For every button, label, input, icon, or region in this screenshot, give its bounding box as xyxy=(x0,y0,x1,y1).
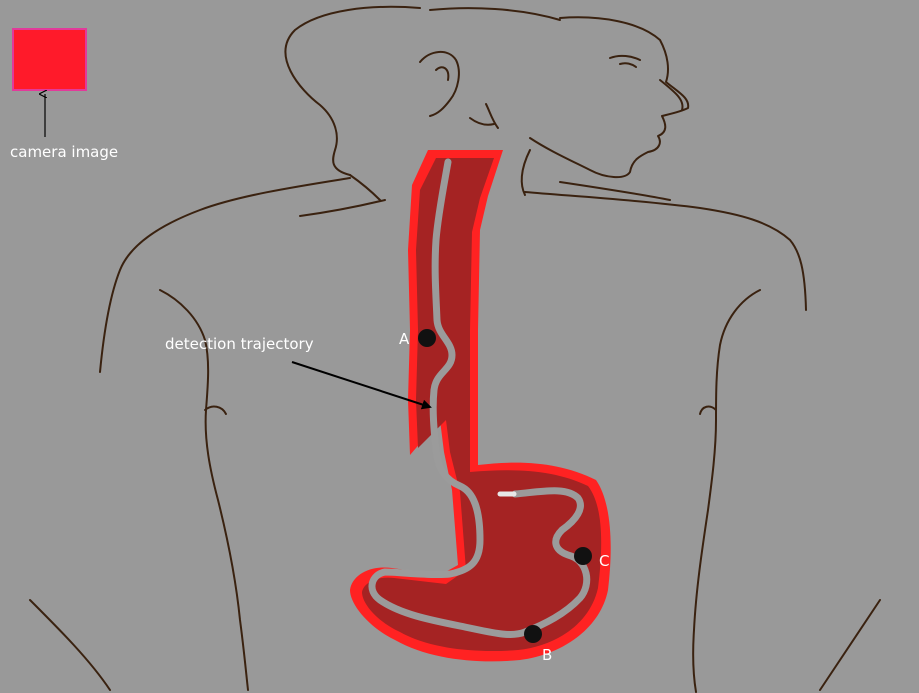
point-c-marker xyxy=(574,547,592,565)
point-b-label: B xyxy=(542,646,552,664)
camera-image-label: camera image xyxy=(10,143,118,161)
detection-trajectory-label: detection trajectory xyxy=(165,335,314,353)
point-a-label: A xyxy=(399,330,410,348)
point-a-marker xyxy=(418,329,436,347)
camera-image-box xyxy=(13,29,86,90)
point-b-marker xyxy=(524,625,542,643)
point-c-label: C xyxy=(599,552,609,570)
